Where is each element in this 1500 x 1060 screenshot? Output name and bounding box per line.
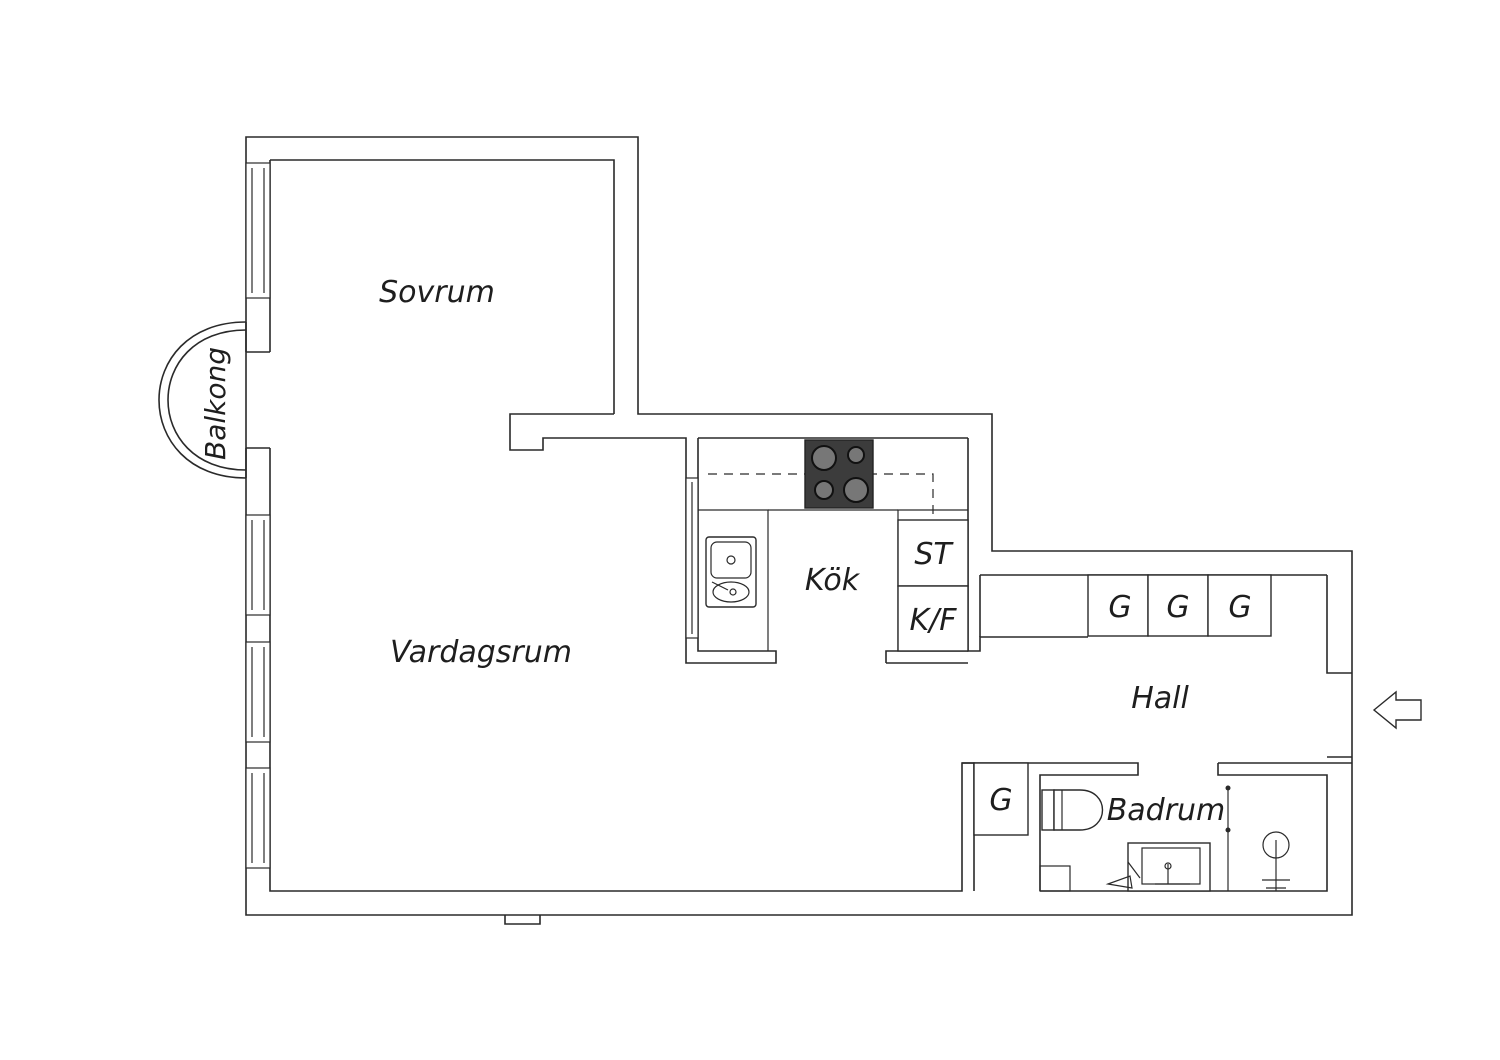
wardrobe-label-3: G [1228,590,1251,625]
bath-wardrobe [973,762,1029,836]
room-label-hall: Hall [1131,681,1189,716]
washbasin-icon [1127,842,1211,892]
stove-box-label: ST [914,537,954,572]
west-windows [245,162,699,869]
stove-box [897,519,969,587]
sink-icon [705,536,757,608]
hob-icon [804,439,874,509]
wardrobe-label-2: G [1166,590,1189,625]
bath-wardrobe-label: G [989,783,1012,818]
fridge-box-label: K/F [909,603,957,638]
wardrobe-3 [1207,574,1272,637]
wardrobe-label-1: G [1108,590,1131,625]
shower-rail [1225,785,1231,891]
shower-head-icon [1262,831,1290,891]
balcony: Balkong [158,321,270,479]
hall-wardrobes: G G G Hall [1087,574,1272,716]
room-label-vardagsrum: Vardagsrum [390,635,572,670]
wardrobe-1 [1087,574,1149,637]
arrow-left-icon [1372,690,1422,730]
fridge-box [897,585,969,652]
kitchen: ST K/F Kök [698,439,969,652]
toilet-icon [1041,789,1104,831]
room-label-badrum: Badrum [1107,793,1226,828]
room-label-kok: Kök [805,563,861,598]
bathroom: G Badrum [973,762,1290,892]
room-label-balkong: Balkong [199,347,232,460]
room-label-sovrum: Sovrum [379,275,495,310]
